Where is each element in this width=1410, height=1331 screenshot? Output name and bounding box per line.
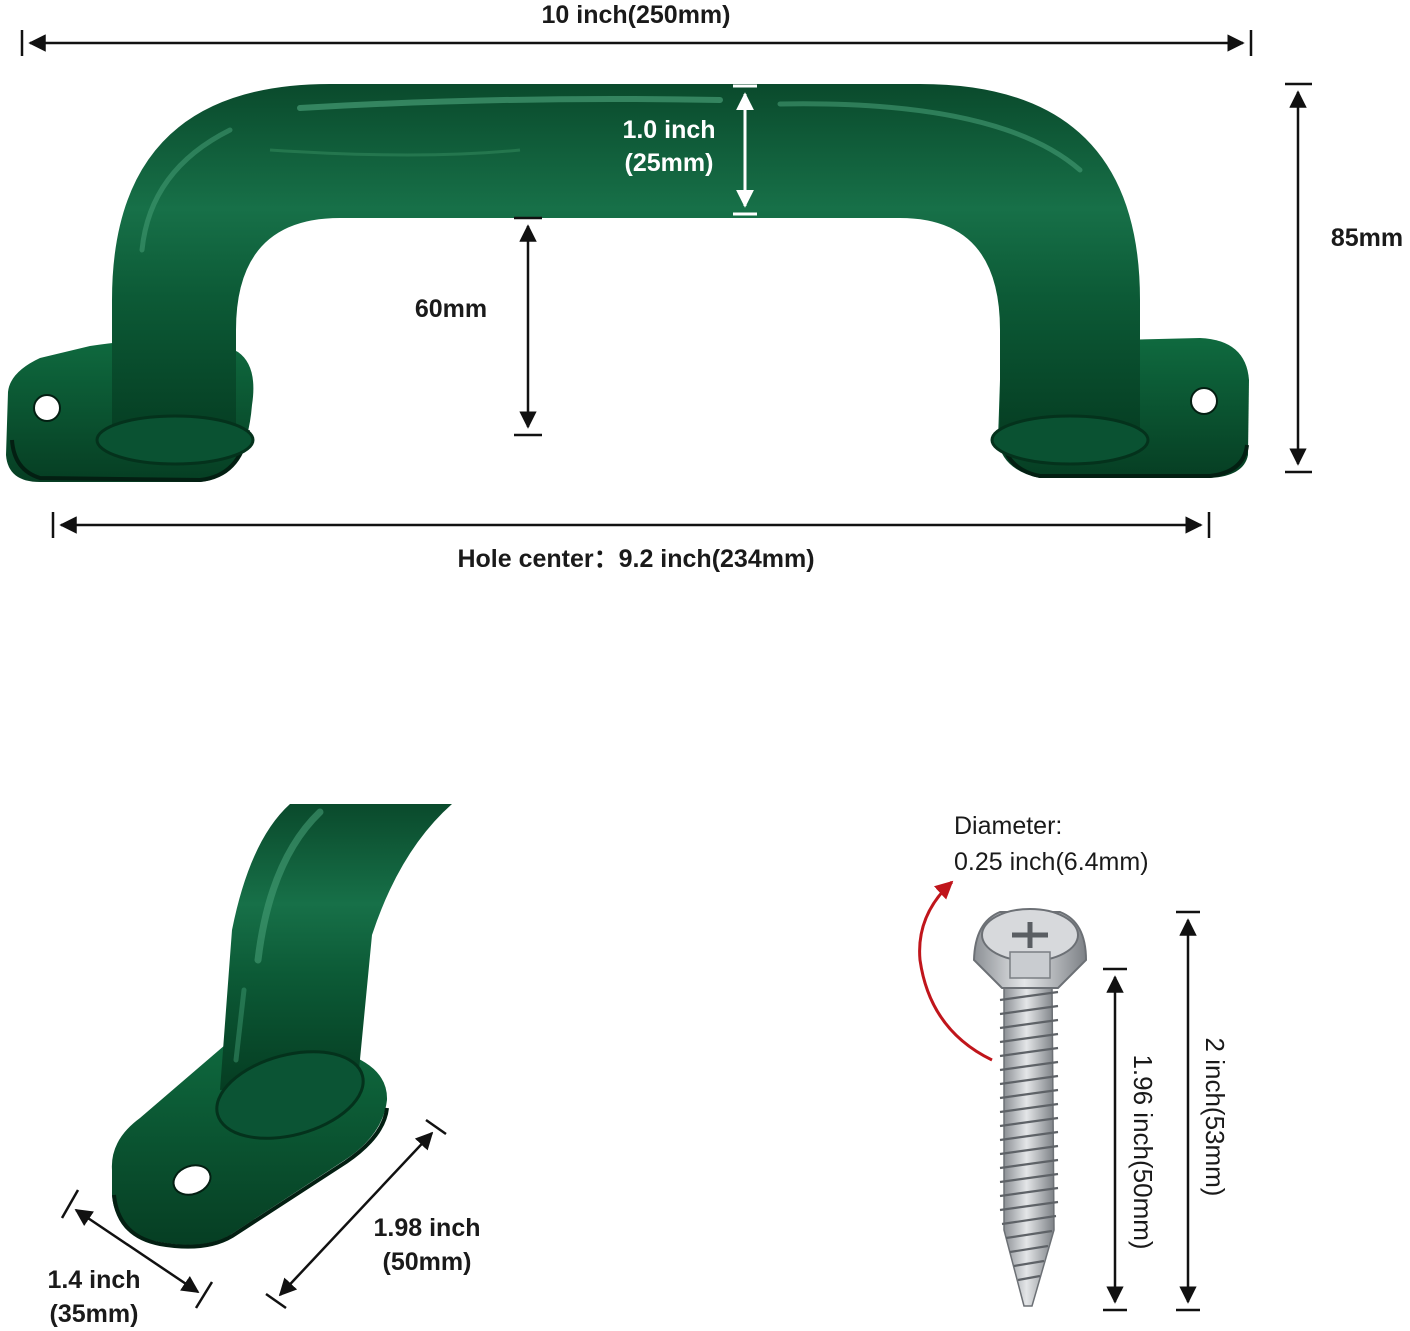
hole-center-dimension: Hole center：9.2 inch(234mm) <box>51 512 1211 573</box>
total-length-dimension: 2 inch(53mm) <box>1176 910 1230 1312</box>
base-width-dimension: 1.4 inch (35mm) <box>47 1189 214 1328</box>
base-length-tick-bottom <box>265 1292 287 1310</box>
inner-clearance-label: 60mm <box>415 295 487 323</box>
thread-length-label: 1.96 inch(50mm) <box>1128 1054 1158 1249</box>
base-length-label-line2: (50mm) <box>383 1248 472 1276</box>
tube-diameter-dimension: 1.0 inch (25mm) <box>622 84 757 216</box>
base-length-dimension: 1.98 inch (50mm) <box>265 1118 481 1310</box>
overall-height-label: 85mm <box>1331 224 1403 252</box>
screw-diameter-title: Diameter: <box>954 812 1062 840</box>
screw-threads <box>999 990 1059 1282</box>
base-length-label-line1: 1.98 inch <box>374 1214 481 1242</box>
front-view: 10 inch(250mm) <box>6 1 1403 573</box>
base-tube <box>220 804 452 1090</box>
screw <box>972 908 1088 1307</box>
base-length-arrow <box>278 1131 434 1297</box>
right-collar <box>990 414 1150 466</box>
rotation-arrow <box>918 880 993 1062</box>
overall-length-label: 10 inch(250mm) <box>542 1 731 29</box>
base-width-arrow <box>74 1208 200 1294</box>
total-length-label: 2 inch(53mm) <box>1200 1038 1230 1197</box>
base-mounting-hole <box>172 1164 212 1196</box>
base-detail-view: 1.98 inch (50mm) 1.4 inch (35mm) <box>47 804 481 1328</box>
screw-phillips-slot <box>1012 922 1048 948</box>
tube-diameter-label-line1: 1.0 inch <box>622 116 715 144</box>
overall-length-dimension: 10 inch(250mm) <box>20 1 1253 56</box>
base-width-tick-left <box>60 1189 80 1219</box>
screw-view: Diameter: 0.25 inch(6.4mm) <box>918 812 1230 1312</box>
base-length-tick-top <box>425 1118 447 1136</box>
base-width-tick-right <box>194 1281 214 1309</box>
thread-length-dimension: 1.96 inch(50mm) <box>1103 967 1158 1312</box>
handle-tube <box>112 84 1140 440</box>
handle-base-closeup <box>111 804 452 1249</box>
base-width-label-line1: 1.4 inch <box>47 1266 140 1294</box>
base-width-label-line2: (35mm) <box>50 1300 139 1328</box>
handle-front <box>6 84 1249 483</box>
overall-height-dimension: 85mm <box>1285 82 1403 474</box>
left-mounting-hole <box>33 394 61 422</box>
hole-center-label: Hole center：9.2 inch(234mm) <box>457 545 814 573</box>
left-collar <box>95 414 255 466</box>
screw-hex-face <box>1009 951 1051 979</box>
inner-clearance-dimension: 60mm <box>415 216 542 437</box>
tube-diameter-label-line2: (25mm) <box>625 149 714 177</box>
screw-shank <box>1003 984 1055 1307</box>
screw-diameter-value: 0.25 inch(6.4mm) <box>954 848 1149 876</box>
right-mounting-hole <box>1190 387 1218 415</box>
